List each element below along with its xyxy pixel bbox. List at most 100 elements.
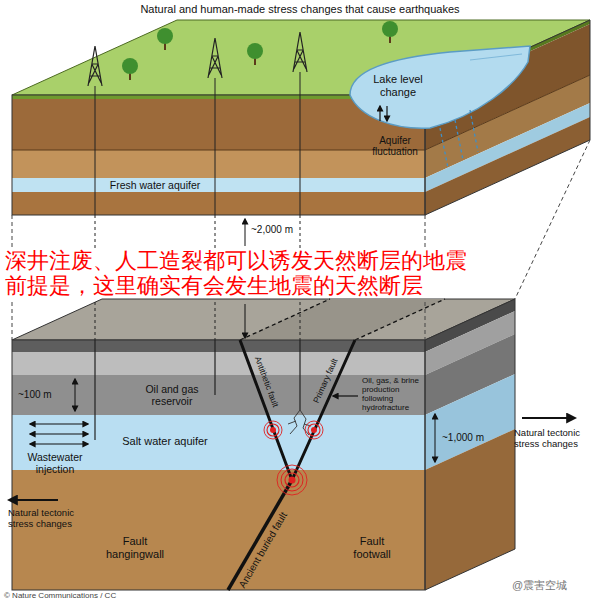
lower-block xyxy=(12,340,425,590)
dimension-label: ~100 m xyxy=(18,389,52,401)
stress-label: Natural tectonic stress changes xyxy=(514,428,596,450)
earthquake-symbol xyxy=(305,421,323,439)
flow-arrow xyxy=(30,444,88,445)
tree xyxy=(247,43,263,59)
dimension-arrow xyxy=(75,379,76,411)
lower-block xyxy=(12,352,425,375)
aquifer-band: Fresh water aquifer xyxy=(12,178,425,192)
well-line xyxy=(299,340,300,410)
well-line xyxy=(300,302,301,340)
well-line xyxy=(215,302,216,340)
lower-block xyxy=(12,299,515,590)
earthquake-symbol xyxy=(270,427,276,433)
well-line xyxy=(300,215,301,248)
flow-arrow xyxy=(333,395,358,396)
dimension-label: ~1,000 m xyxy=(442,432,484,444)
callout-label: Aquifer fluctuation xyxy=(364,135,426,158)
callout-label: Wastewater injection xyxy=(23,451,87,475)
annotation-note: 前提是，这里确实有会发生地震的天然断层 xyxy=(5,273,423,298)
fracture xyxy=(288,410,311,435)
well-line xyxy=(95,302,96,340)
fault-line xyxy=(240,340,355,480)
upper-block xyxy=(12,150,425,151)
earthquake-symbol xyxy=(277,465,307,495)
upper-block xyxy=(12,20,590,215)
lake xyxy=(379,106,380,121)
flow-arrow xyxy=(30,434,88,435)
block-label: Fault hangingwall xyxy=(99,535,171,560)
stress-arrow xyxy=(9,499,58,501)
guide-line xyxy=(12,215,13,248)
dimension-label: ~2,000 m xyxy=(251,224,293,236)
derrick xyxy=(88,46,102,86)
node-label: Oil and gas reservoir xyxy=(135,383,209,407)
earthquake-symbol xyxy=(264,421,282,439)
tree xyxy=(122,58,138,74)
earthquake-symbol xyxy=(264,421,323,495)
earthquake-symbol xyxy=(308,424,320,436)
callout-label: Oil, gas, & brine production following h… xyxy=(362,376,422,412)
node-label: Lake level change xyxy=(367,73,429,98)
lower-block xyxy=(240,299,445,340)
earthquake-symbol xyxy=(311,427,317,433)
tree xyxy=(157,28,173,44)
well-line xyxy=(215,78,216,215)
dimension-arrow xyxy=(245,304,246,338)
dimension-arrow xyxy=(245,219,246,246)
seepage-drip xyxy=(440,110,478,168)
earthquake-symbol xyxy=(289,477,296,484)
well-line xyxy=(214,340,215,395)
fracture xyxy=(288,410,311,435)
lower-block xyxy=(425,429,515,590)
upper-block xyxy=(12,178,425,192)
node-label: Salt water aquifer xyxy=(122,435,208,448)
tree xyxy=(122,21,398,80)
dimension-arrow xyxy=(435,414,436,462)
credit-line: © Nature Communications / CC xyxy=(4,591,116,601)
stress-arrow xyxy=(522,417,575,419)
upper-block xyxy=(12,150,425,178)
diagram-title: Natural and human-made stress changes th… xyxy=(140,3,459,16)
derrick xyxy=(208,38,222,78)
lower-block xyxy=(355,299,445,340)
seepage-drip xyxy=(440,128,448,168)
fault-line xyxy=(228,340,355,590)
stress-label: Natural tectonic stress changes xyxy=(8,508,90,530)
watermark: @震害空城 xyxy=(512,579,567,592)
lower-block xyxy=(425,299,515,590)
tree xyxy=(382,21,398,37)
upper-block xyxy=(12,95,425,215)
lake xyxy=(350,46,530,128)
guide-line xyxy=(12,302,13,340)
lower-block xyxy=(12,340,425,352)
guide-line xyxy=(515,140,590,299)
guide-line xyxy=(12,140,590,340)
well-line xyxy=(95,86,96,215)
stress-arrow xyxy=(9,418,575,500)
lower-block xyxy=(12,375,425,415)
guide-line xyxy=(425,302,426,340)
derrick xyxy=(88,32,307,86)
flow-arrow xyxy=(30,424,88,425)
upper-block xyxy=(12,192,425,215)
well-line xyxy=(95,215,96,248)
seepage-drip xyxy=(470,110,478,152)
derrick xyxy=(293,32,307,72)
earthquake-symbol xyxy=(281,469,303,491)
fault-line xyxy=(228,480,292,590)
guide-line xyxy=(425,215,426,248)
annotation-note: 深井注废、人工造裂都可以诱发天然断层的地震 xyxy=(5,248,467,273)
lower-block xyxy=(12,470,425,590)
block-label: Fault footwall xyxy=(342,535,402,560)
upper-block xyxy=(425,117,590,215)
lake xyxy=(350,46,530,128)
lake-area: Lake level change xyxy=(365,71,431,100)
node-label: Fresh water aquifer xyxy=(110,179,200,191)
seepage-drip xyxy=(455,120,463,160)
well-line xyxy=(94,340,95,440)
earthquake-symbol xyxy=(285,473,299,487)
lower-block xyxy=(240,299,330,340)
lake xyxy=(470,54,522,60)
